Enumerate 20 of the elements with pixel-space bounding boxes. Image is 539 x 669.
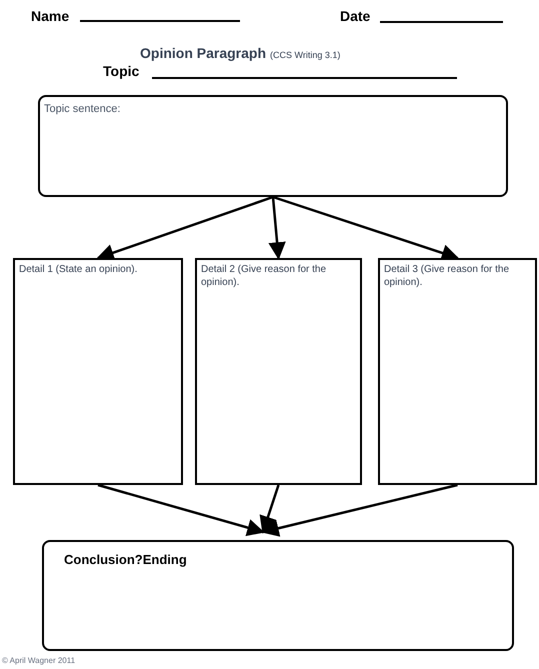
box-prompt: Detail 2 (Give reason for the opinion).: [201, 264, 328, 289]
writing-box: [42, 540, 514, 651]
topic-label: Topic: [103, 62, 140, 81]
box-prompt: Detail 3 (Give reason for the opinion).: [384, 264, 510, 289]
standard-note: (CCS Writing 3.1): [270, 49, 340, 62]
writing-box: [378, 258, 537, 485]
arrow: [98, 484, 265, 536]
arrow: [268, 196, 286, 260]
name-label: Name: [31, 7, 70, 26]
writing-box: [195, 258, 362, 485]
date-label: Date: [340, 7, 370, 26]
box-prompt: Conclusion?Ending: [63, 551, 188, 569]
writing-box: [13, 258, 183, 485]
arrow: [261, 484, 458, 537]
arrow: [260, 484, 280, 534]
title: Opinion Paragraph: [140, 44, 266, 63]
copyright-note: © April Wagner 2011: [2, 655, 76, 667]
box-prompt: Topic sentence:: [44, 102, 122, 117]
box-prompt: Detail 1 (State an opinion).: [19, 264, 138, 276]
writing-box: [38, 95, 508, 197]
